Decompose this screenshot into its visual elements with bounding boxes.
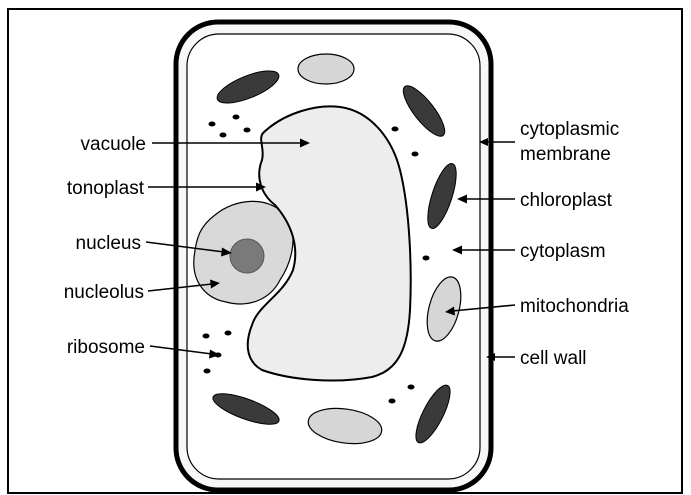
label-tonoplast: tonoplast: [67, 178, 145, 199]
label-mitochondria: mitochondria: [520, 296, 629, 317]
ribosome-dot: [408, 385, 415, 390]
label-nucleus: nucleus: [76, 233, 142, 254]
ribosome-dot: [225, 331, 232, 336]
mitochondrion-1: [298, 54, 354, 84]
label-cytoplasm: cytoplasm: [520, 241, 606, 262]
ribosome-dot: [203, 334, 210, 339]
label-cytoplasmic-membrane-line1: cytoplasmic: [520, 119, 619, 140]
ribosome-dot: [209, 122, 216, 127]
label-cytoplasmic-membrane-line2: membrane: [520, 144, 611, 165]
ribosome-dot: [412, 152, 419, 157]
ribosome-dot: [423, 256, 430, 261]
label-chloroplast: chloroplast: [520, 190, 613, 211]
ribosome-dot: [244, 128, 251, 133]
label-vacuole: vacuole: [81, 134, 147, 155]
label-ribosome: ribosome: [67, 337, 145, 358]
label-nucleolus: nucleolus: [64, 282, 144, 303]
label-cell-wall: cell wall: [520, 348, 587, 369]
ribosome-dot: [392, 127, 399, 132]
ribosome-dot: [233, 115, 240, 120]
nucleolus: [230, 239, 264, 273]
ribosome-dot: [220, 133, 227, 138]
ribosome-dot: [389, 399, 396, 404]
ribosome-dot: [204, 369, 211, 374]
